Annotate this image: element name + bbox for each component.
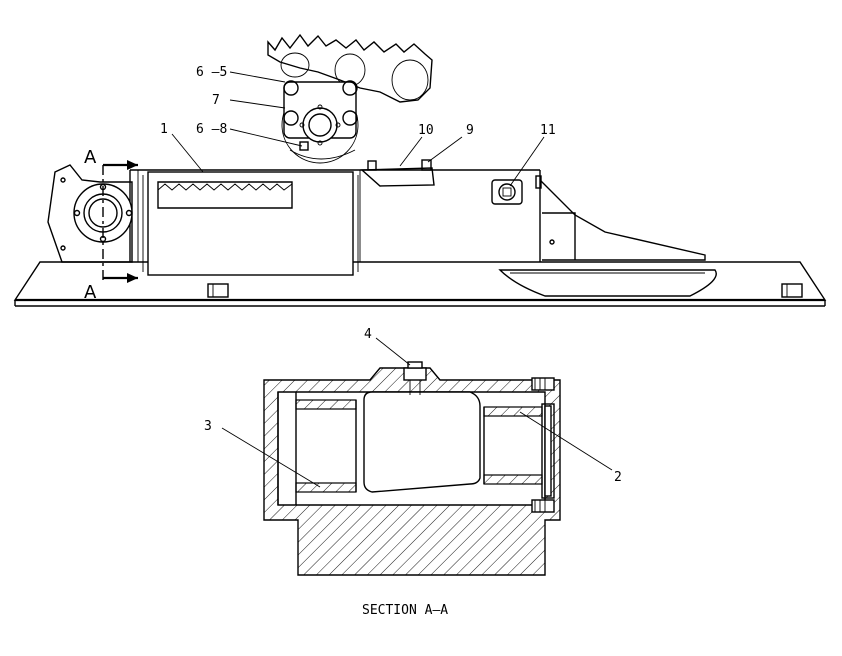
mounting-block-left bbox=[207, 283, 229, 298]
bolt-bottom-right bbox=[531, 499, 555, 513]
mounting-block-right bbox=[781, 283, 803, 298]
bushing-left-bottom bbox=[295, 482, 357, 493]
end-plate bbox=[541, 403, 555, 499]
section-line-a: A A bbox=[84, 147, 138, 303]
left-end-bracket bbox=[47, 164, 133, 263]
callout-6-5: 6 —5 bbox=[196, 65, 227, 80]
callout-11: 11 bbox=[540, 123, 556, 138]
top-assembly-view: A A bbox=[13, 33, 827, 307]
callout-3: 3 bbox=[204, 419, 212, 434]
callout-6-8: 6 —8 bbox=[196, 122, 227, 137]
leader-lines bbox=[171, 71, 545, 187]
wedge-support bbox=[539, 179, 706, 261]
gear-assembly bbox=[267, 33, 433, 164]
sight-glass bbox=[491, 175, 542, 205]
callout-9: 9 bbox=[466, 123, 474, 138]
callout-4: 4 bbox=[364, 327, 372, 342]
bushing-right-bottom bbox=[483, 474, 543, 485]
housing bbox=[142, 171, 359, 276]
guard-bracket bbox=[360, 159, 435, 187]
base-plate bbox=[13, 261, 827, 307]
section-marker-top: A bbox=[84, 147, 97, 168]
callout-1: 1 bbox=[160, 122, 168, 137]
bushing-right-top bbox=[483, 406, 543, 417]
bushing-left-top bbox=[295, 399, 357, 410]
section-marker-bottom: A bbox=[84, 282, 97, 303]
grease-fitting bbox=[403, 361, 427, 395]
section-view: 4 3 2 SECTION A–A bbox=[204, 327, 622, 618]
callout-10: 10 bbox=[418, 123, 434, 138]
foot-plate bbox=[498, 269, 717, 297]
callout-7: 7 bbox=[212, 93, 220, 108]
shaft bbox=[363, 391, 481, 493]
section-caption: SECTION A–A bbox=[362, 603, 448, 618]
bolt-top-right bbox=[531, 377, 555, 391]
callout-2: 2 bbox=[614, 470, 622, 485]
